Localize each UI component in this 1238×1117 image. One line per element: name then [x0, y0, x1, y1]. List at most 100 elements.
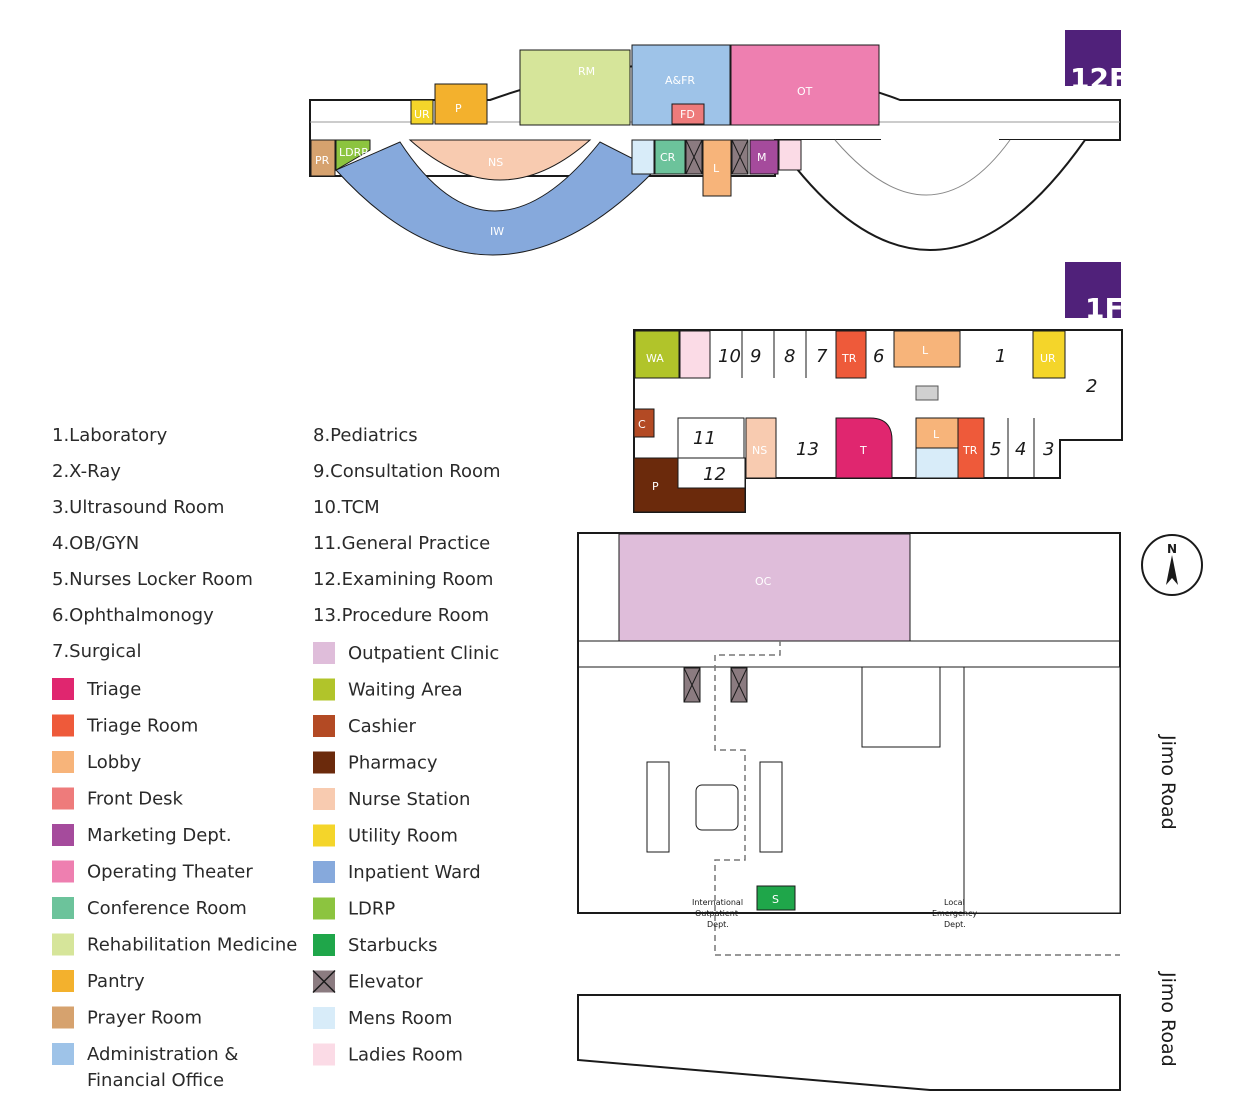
entrance-local-2: Emergency: [932, 909, 977, 918]
room-waiting-area: [634, 330, 680, 379]
elevator-1-a-cross: [683, 667, 701, 703]
walking-route: [714, 640, 1120, 956]
label-ot: OT: [797, 85, 813, 98]
room-11: [677, 417, 745, 459]
legend-label: Triage: [86, 679, 141, 700]
label-p-12: P: [455, 102, 462, 115]
room-number-1: 1: [995, 346, 1006, 367]
legend-label: Rehabilitation Medicine: [87, 935, 297, 956]
legend-label: LDRP: [348, 899, 395, 920]
shop-a: [861, 666, 941, 748]
label-afr: A&FR: [665, 74, 695, 87]
label-l-1b: L: [933, 428, 940, 441]
elevator-12-b-cross: [731, 139, 749, 175]
elevator-icon: [312, 969, 336, 994]
legend-swatch: [313, 678, 335, 701]
entrance-local-1: Local: [944, 898, 965, 907]
legend-label: Lobby: [87, 752, 142, 773]
entrance-local-3: Dept.: [944, 920, 966, 929]
legend-num-11: 11.General Practice: [313, 533, 490, 554]
label-t: T: [859, 444, 867, 457]
room-number-9: 9: [750, 346, 761, 367]
room-number-6: 6: [873, 346, 884, 367]
floor-1-badge: [1065, 262, 1121, 318]
room-number-2: 2: [1086, 376, 1097, 397]
legend-swatch: [313, 934, 335, 956]
legend-label: Front Desk: [87, 789, 184, 810]
legend-swatch: [313, 715, 335, 737]
elevator-12-a-cross: [685, 139, 703, 175]
room-marketing: [749, 139, 779, 175]
room-utility-12: [410, 99, 434, 125]
room-number-11: 11: [693, 428, 716, 449]
room-operating-theater: [730, 44, 880, 126]
legend-label: Utility Room: [348, 826, 458, 847]
legend-swatch: [52, 714, 74, 737]
floor-1-badge-text: 1F: [1085, 292, 1124, 325]
legend-swatch: [313, 1007, 335, 1029]
compass-arrow-icon: [1166, 555, 1178, 585]
label-p-1: P: [652, 480, 659, 493]
room-lobby-1a: [893, 330, 961, 368]
legend-swatch: [52, 824, 74, 846]
room-triage-room-2: [957, 417, 985, 479]
atrium: [695, 784, 739, 831]
label-wa: WA: [646, 352, 664, 365]
legend-label: Pantry: [87, 971, 145, 992]
room-triage-room-1: [835, 330, 867, 379]
room-conference: [654, 139, 686, 175]
legend-num-1: 1.Laboratory: [52, 425, 168, 446]
legend-swatch: [52, 787, 74, 810]
legend-swatch: [313, 1043, 335, 1066]
room-ladies-12: [778, 139, 802, 171]
legend-label: Ladies Room: [348, 1045, 463, 1066]
label-l-1a: L: [922, 344, 929, 357]
room-number-3: 3: [1043, 439, 1054, 460]
label-pr: PR: [315, 154, 330, 167]
road-label-1: Jimo Road: [1157, 734, 1179, 830]
label-s: S: [772, 893, 779, 906]
legend-num-7: 7.Surgical: [52, 641, 141, 662]
floor-12-plan: 12F IW NS RM A&FR FD OT UR P PR LDRP: [309, 30, 1128, 256]
label-ur-1: UR: [1040, 352, 1056, 365]
label-l-12: L: [713, 162, 720, 175]
floor-12-badge-text: 12F: [1070, 62, 1128, 95]
legend-swatch: [52, 897, 74, 919]
legend-swatch: [313, 642, 335, 664]
room-outpatient-clinic: [618, 533, 911, 642]
legend-label: Pharmacy: [348, 753, 438, 774]
legend-label: Triage Room: [86, 716, 198, 737]
label-tr-2: TR: [962, 444, 978, 457]
room-cashier: [633, 408, 655, 438]
label-c: C: [638, 418, 646, 431]
room-pantry-12: [434, 83, 488, 125]
room-front-desk-12: [671, 103, 705, 125]
elevator-1-b-cross: [730, 667, 748, 703]
legend-num-10: 10.TCM: [313, 497, 380, 518]
info-desk: [915, 385, 939, 401]
room-starbucks: [756, 885, 796, 911]
escalator-right: [759, 761, 783, 853]
legend-num-8: 8.Pediatrics: [313, 425, 418, 446]
legend-num-6: 6.Ophthalmonogy: [52, 605, 214, 626]
room-lobby-1b: [915, 417, 959, 449]
legend-label: Nurse Station: [348, 789, 470, 810]
room-rehab: [519, 49, 631, 126]
legend-label: Waiting Area: [348, 680, 463, 701]
legend-swatch: [52, 1006, 74, 1029]
legend-label-line2: Financial Office: [87, 1070, 224, 1091]
room-number-13: 13: [796, 439, 819, 460]
legend-num-5: 5.Nurses Locker Room: [52, 569, 253, 590]
street-block: [577, 994, 1121, 1091]
room-mens-12: [631, 139, 655, 175]
floor-1-plan: 1F WA TR L UR C P NS T L TR 1 2: [577, 262, 1203, 1091]
room-nurse-station-12: [408, 139, 592, 181]
legend-label: Outpatient Clinic: [348, 643, 499, 664]
legend-swatch: [313, 788, 335, 810]
room-number-8: 8: [784, 346, 795, 367]
legend-num-4: 4.OB/GYN: [52, 533, 139, 554]
legend-swatch: [52, 678, 74, 700]
room-number-5: 5: [990, 439, 1001, 460]
